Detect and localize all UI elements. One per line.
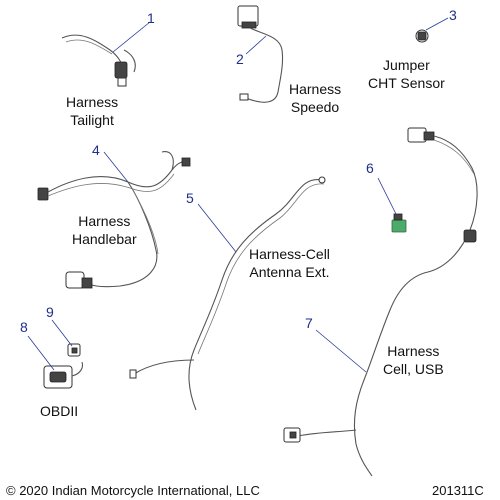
- copyright-text: © 2020 Indian Motorcycle International, …: [6, 483, 260, 498]
- callout-1: 1: [147, 10, 155, 26]
- label-cht-line1: Jumper: [383, 57, 430, 73]
- figure-code: 201311C: [432, 483, 484, 498]
- part-5-antenna-harness: [129, 176, 326, 411]
- callout-8: 8: [20, 319, 28, 335]
- part-1-tailight-harness: [61, 21, 151, 87]
- callout-5: 5: [186, 190, 194, 206]
- part-6-connector: [377, 177, 407, 233]
- label-handlebar-line1: Harness: [78, 213, 131, 229]
- label-usb-line2: Cell, USB: [383, 361, 444, 377]
- part-2-speedo-harness: [237, 5, 284, 103]
- label-usb: Harness Cell, USB: [383, 342, 444, 378]
- callout-4: 4: [92, 142, 100, 158]
- label-cht-line2: CHT Sensor: [368, 75, 445, 91]
- callout-3: 3: [449, 7, 457, 23]
- callout-9: 9: [46, 304, 54, 320]
- label-tailight: Harness Tailight: [66, 93, 118, 129]
- label-speedo-line2: Speedo: [290, 99, 340, 115]
- label-antenna: Harness-Cell Antenna Ext.: [249, 245, 330, 281]
- part-3-cht-sensor: [415, 17, 449, 43]
- part-4-handlebar-harness: [37, 151, 191, 289]
- label-tailight-line2: Tailight: [70, 112, 114, 128]
- label-handlebar-line2: Handlebar: [72, 231, 137, 247]
- part-7-usb-harness: [283, 127, 478, 477]
- label-antenna-line1: Harness-Cell: [249, 246, 330, 262]
- part-8-obdii-connector: [27, 335, 84, 389]
- callout-2: 2: [236, 51, 244, 67]
- callout-7: 7: [305, 315, 313, 331]
- label-antenna-line2: Antenna Ext.: [249, 264, 330, 280]
- callout-6: 6: [366, 160, 374, 176]
- part-9-obdii-bracket: [51, 319, 81, 357]
- label-cht-sensor: Jumper CHT Sensor: [368, 56, 445, 92]
- label-speedo: Harness Speedo: [289, 80, 341, 116]
- label-obdii: OBDII: [40, 402, 78, 420]
- label-obdii-line1: OBDII: [40, 403, 79, 419]
- label-tailight-line1: Harness: [66, 94, 119, 110]
- label-speedo-line1: Harness: [289, 81, 342, 97]
- label-handlebar: Harness Handlebar: [72, 212, 137, 248]
- label-usb-line1: Harness: [387, 343, 440, 359]
